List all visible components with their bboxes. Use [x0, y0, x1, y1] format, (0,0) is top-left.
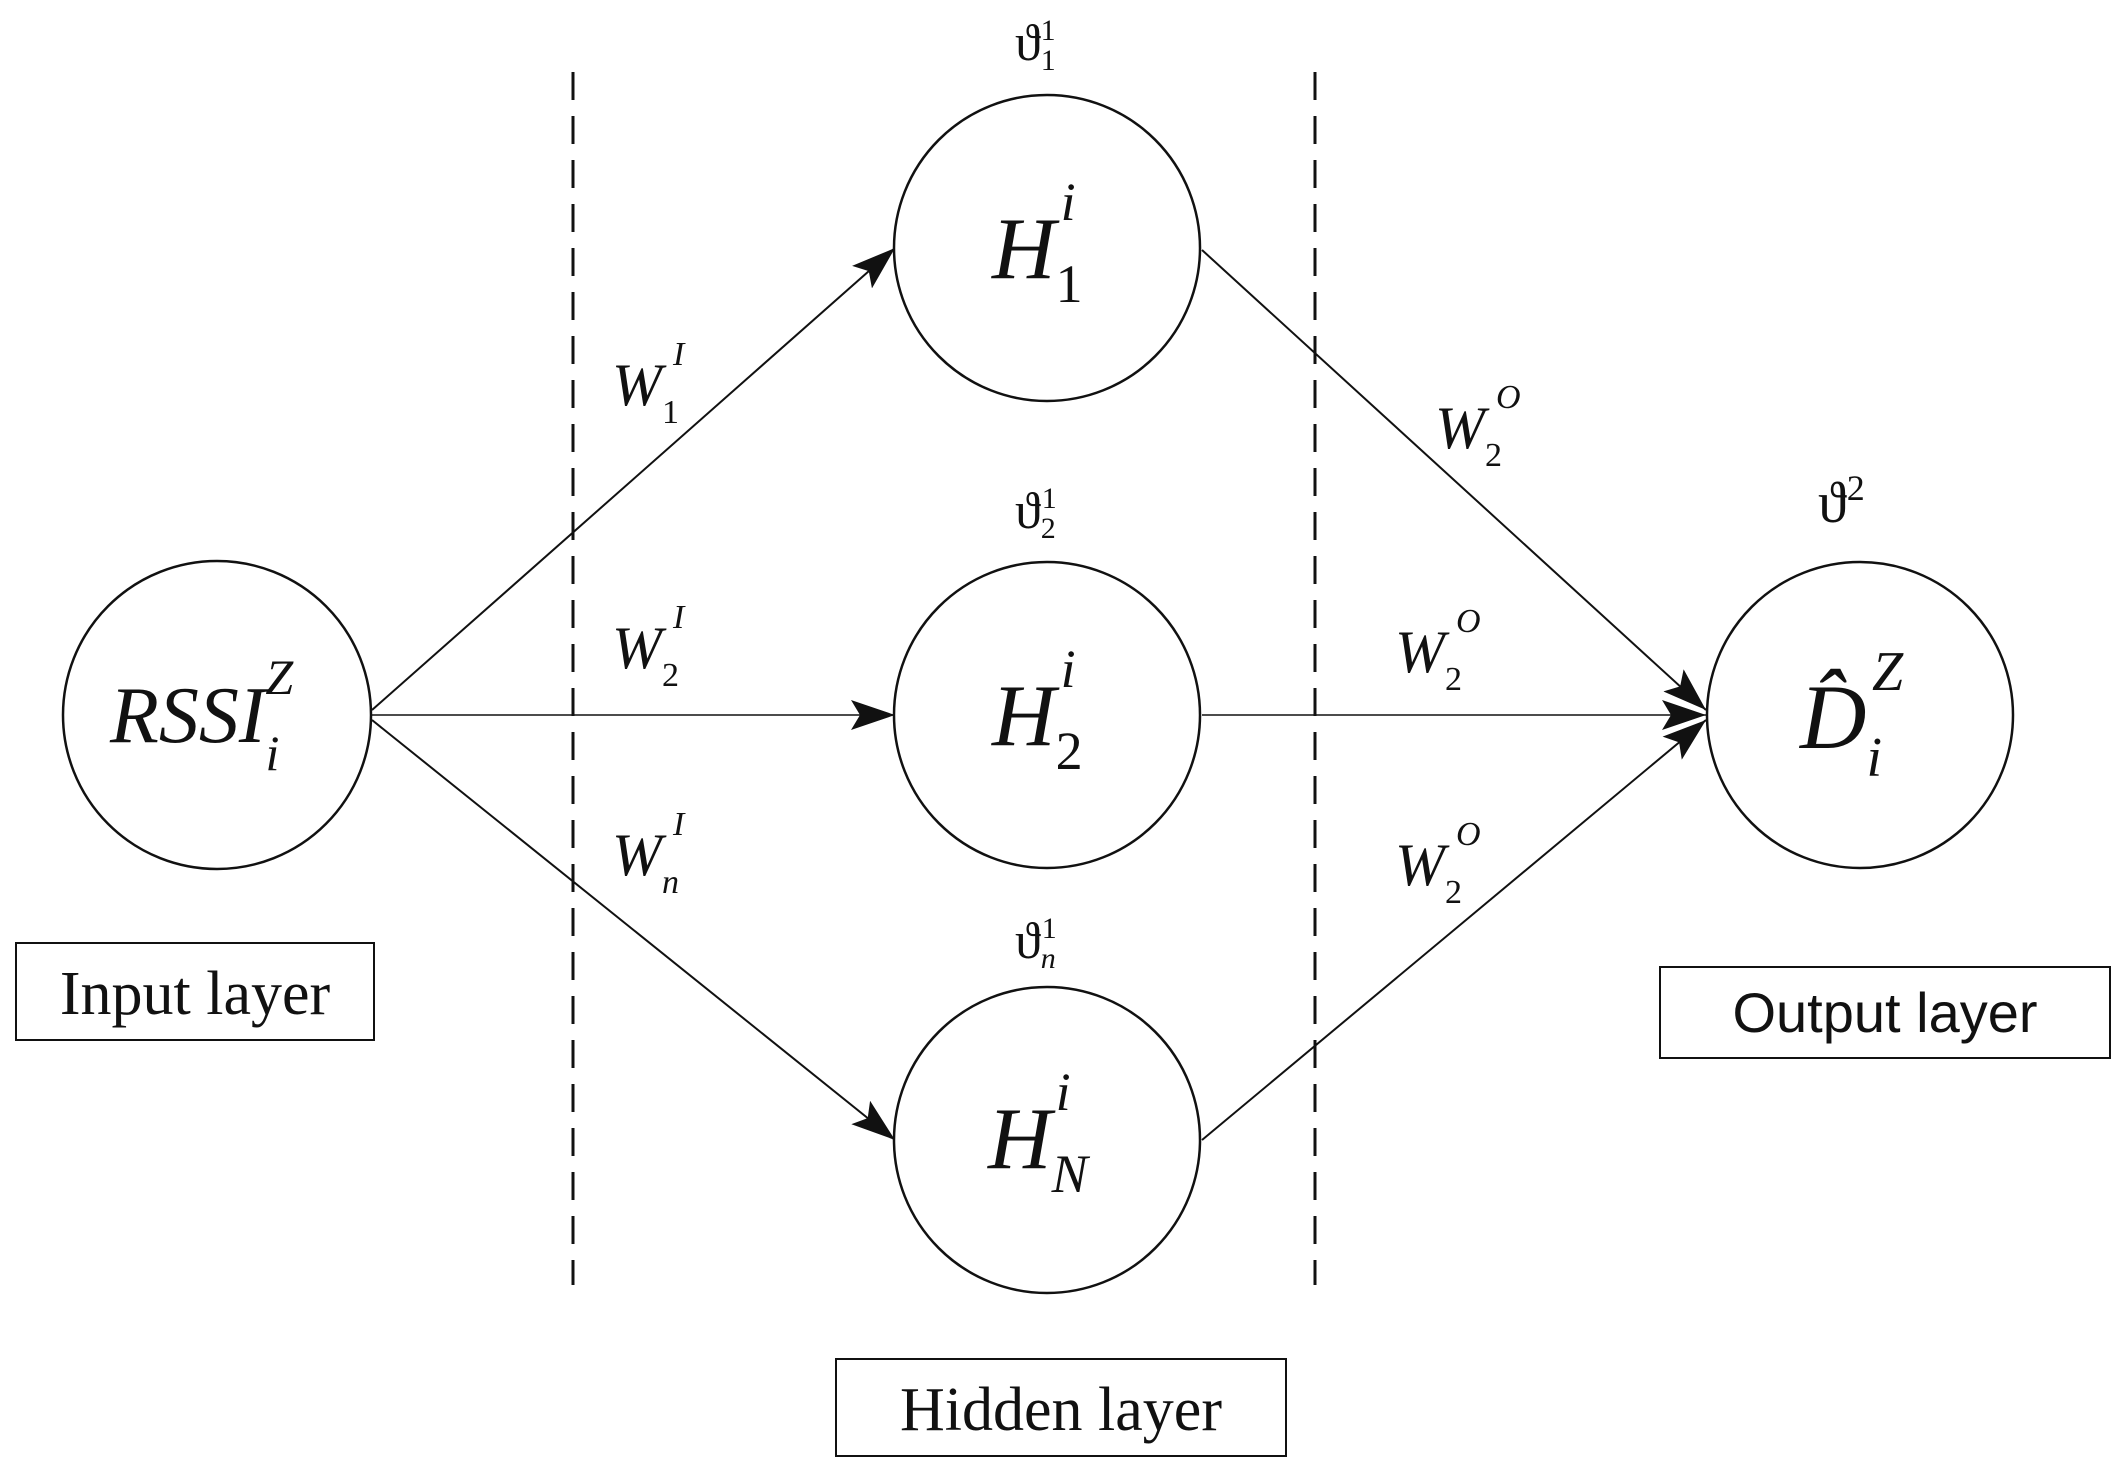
input-node: [61, 559, 373, 871]
input-node-label: RSSIiZ: [109, 649, 294, 781]
edge-input-hidden-3: [371, 719, 896, 1141]
weight-hidden-output-1-label: W2O: [1435, 379, 1521, 474]
output-layer-box: [1659, 966, 2111, 1059]
input-layer-box: [15, 942, 375, 1041]
hidden-layer-label: Hidden layer: [900, 1376, 1222, 1444]
edge-input-hidden-1: [371, 247, 896, 711]
weight-hidden-output-2-label: W2O: [1395, 603, 1481, 698]
edge-hidden-output-1: [1201, 249, 1707, 711]
output-node: [1705, 560, 2015, 870]
hidden-layer-box: [835, 1358, 1287, 1457]
hidden-bias-2-label: ϑ21: [1015, 482, 1057, 545]
weight-input-hidden-1-label: W1I: [612, 336, 686, 431]
weight-input-hidden-3-label: WnI: [612, 806, 686, 901]
hidden-node-2-label: H2i: [991, 639, 1083, 781]
hidden-node-n-label: HNi: [987, 1062, 1091, 1204]
hidden-bias-n-label: ϑn1: [1015, 912, 1057, 975]
hidden-node-n: [892, 985, 1202, 1295]
output-layer-label: Output layer: [1732, 981, 2037, 1044]
hidden-bias-1-label: ϑ11: [1015, 14, 1056, 77]
output-bias-label: ϑ2: [1818, 468, 1865, 535]
hidden-node-1: [892, 93, 1202, 403]
weight-input-hidden-2-label: W2I: [612, 599, 686, 694]
hidden-node-2: [892, 560, 1202, 870]
output-node-label: D̂iZ: [1798, 641, 1904, 789]
edge-hidden-output-3: [1201, 719, 1707, 1141]
weight-hidden-output-3-label: W2O: [1395, 816, 1481, 911]
hidden-node-1-label: H1i: [991, 172, 1083, 314]
input-layer-label: Input layer: [60, 960, 331, 1028]
